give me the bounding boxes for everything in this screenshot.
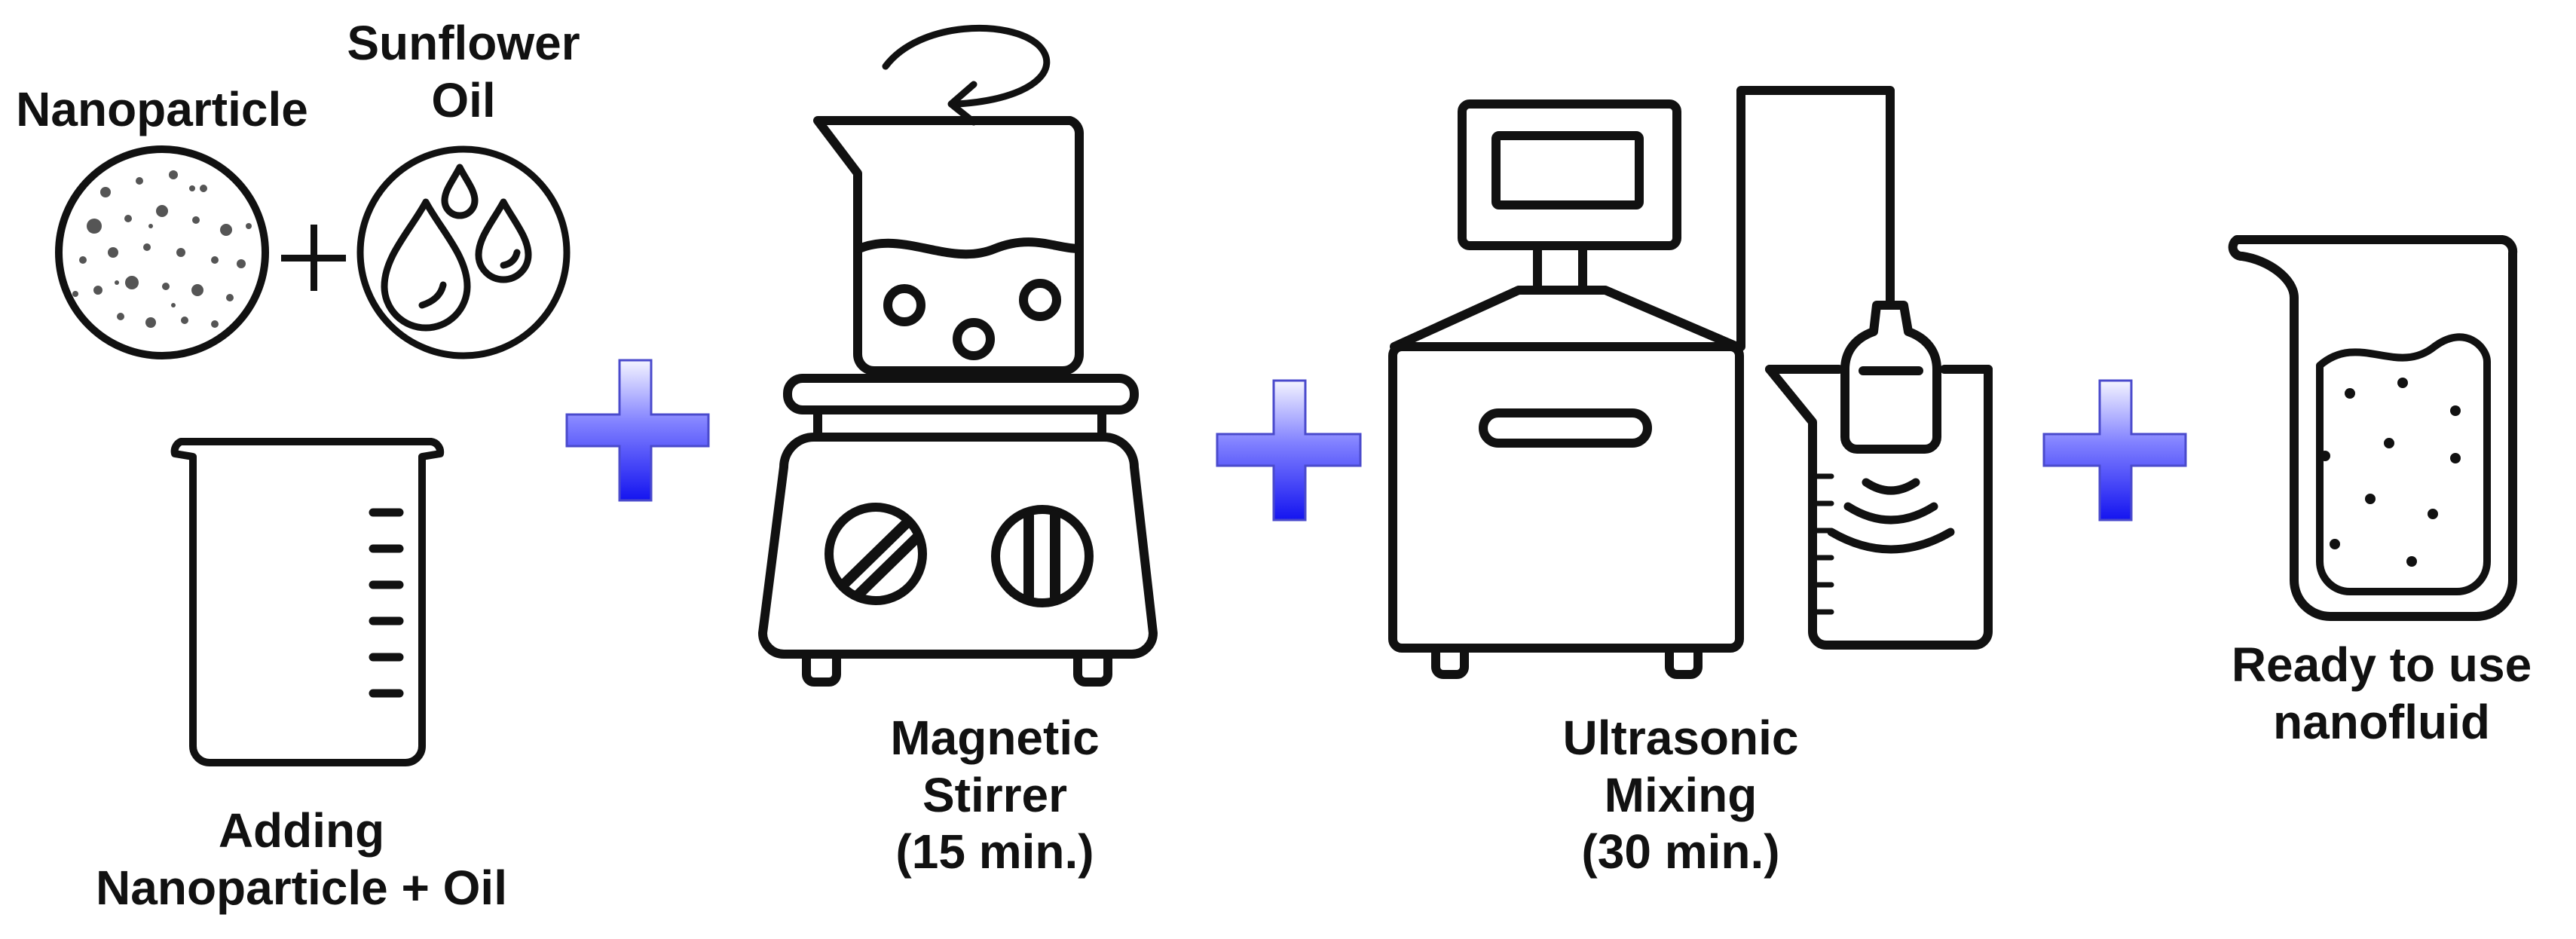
- ultrasonic-mixer-icon: [1388, 86, 1993, 679]
- label-ready-nanofluid: Ready to use nanofluid: [2193, 637, 2570, 751]
- label-magnetic-line1: Magnetic: [890, 711, 1100, 765]
- label-sunflower-oil: Sunflower Oil: [343, 15, 584, 129]
- ready-beaker-icon: [2228, 235, 2518, 621]
- blue-plus-icon: [2042, 379, 2187, 521]
- label-adding-line1: Adding: [218, 803, 385, 858]
- label-nanoparticle-text: Nanoparticle: [16, 82, 308, 136]
- magnetic-stirrer-icon: [758, 24, 1158, 687]
- label-ultrasonic-line1: Ultrasonic: [1562, 711, 1799, 765]
- label-adding-line2: Nanoparticle + Oil: [96, 860, 507, 915]
- label-sunflower-line: Sunflower: [347, 16, 580, 70]
- label-ultrasonic-line2: Mixing: [1604, 767, 1758, 822]
- label-ready-line2: nanofluid: [2273, 694, 2490, 749]
- label-ultrasonic-mixing: Ultrasonic Mixing (30 min.): [1492, 710, 1869, 881]
- label-adding: Adding Nanoparticle + Oil: [38, 803, 565, 916]
- small-plus-icon: [281, 225, 346, 291]
- blue-plus-icon: [565, 359, 710, 502]
- label-magnetic-line3: (15 min.): [895, 824, 1094, 879]
- label-ultrasonic-line3: (30 min.): [1581, 824, 1780, 879]
- label-oil-line: Oil: [431, 72, 496, 127]
- label-magnetic-line2: Stirrer: [922, 767, 1068, 822]
- nanoparticle-circle-icon: [55, 145, 269, 359]
- label-magnetic-stirrer: Magnetic Stirrer (15 min.): [814, 710, 1176, 881]
- label-ready-line1: Ready to use: [2231, 638, 2532, 692]
- beaker-icon: [170, 438, 445, 766]
- blue-plus-icon: [1216, 379, 1362, 521]
- oil-drops-icon: [356, 145, 571, 359]
- label-nanoparticle: Nanoparticle: [0, 81, 324, 139]
- ready-beaker-particles: [2320, 378, 2461, 567]
